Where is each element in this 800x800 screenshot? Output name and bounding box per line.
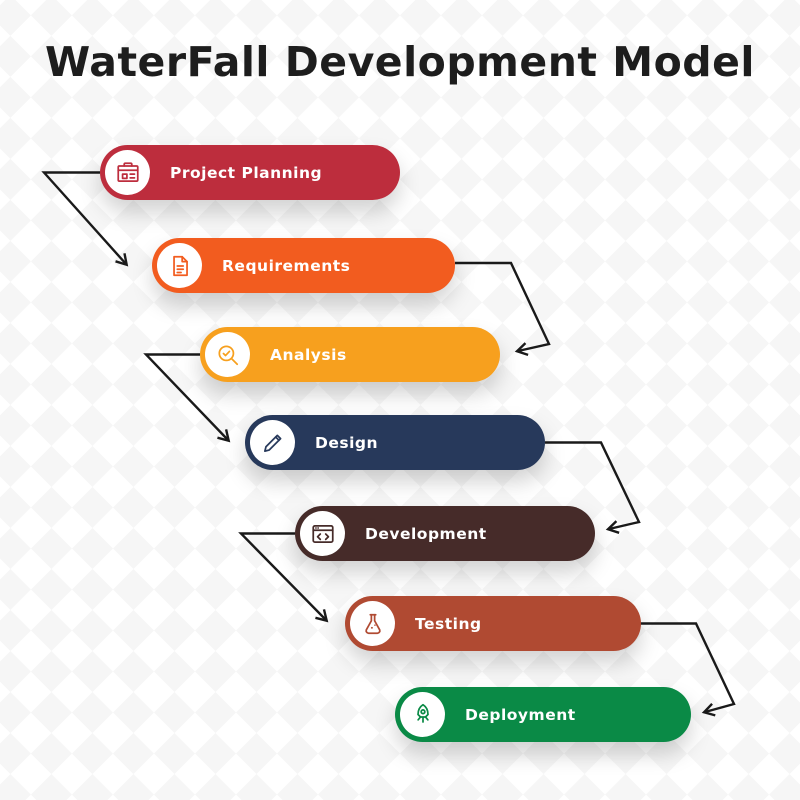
magnifier-check-icon xyxy=(205,332,250,377)
stage-development: Development xyxy=(295,506,595,561)
stage-testing: Testing xyxy=(345,596,641,651)
stage-project-planning: Project Planning xyxy=(100,145,400,200)
stage-requirements: Requirements xyxy=(152,238,455,293)
stage-label: Deployment xyxy=(465,705,576,724)
stage-design: Design xyxy=(245,415,545,470)
flask-icon xyxy=(350,601,395,646)
stage-label: Analysis xyxy=(270,345,347,364)
code-icon xyxy=(300,511,345,556)
stage-deployment: Deployment xyxy=(395,687,691,742)
pen-icon xyxy=(250,420,295,465)
blueprint-icon xyxy=(105,150,150,195)
stage-label: Testing xyxy=(415,614,482,633)
rocket-icon xyxy=(400,692,445,737)
stage-label: Project Planning xyxy=(170,163,323,182)
stage-analysis: Analysis xyxy=(200,327,500,382)
page-title: WaterFall Development Model xyxy=(45,38,755,86)
document-icon xyxy=(157,243,202,288)
stage-label: Requirements xyxy=(222,256,351,275)
stage-label: Design xyxy=(315,433,379,452)
stage-label: Development xyxy=(365,524,487,543)
